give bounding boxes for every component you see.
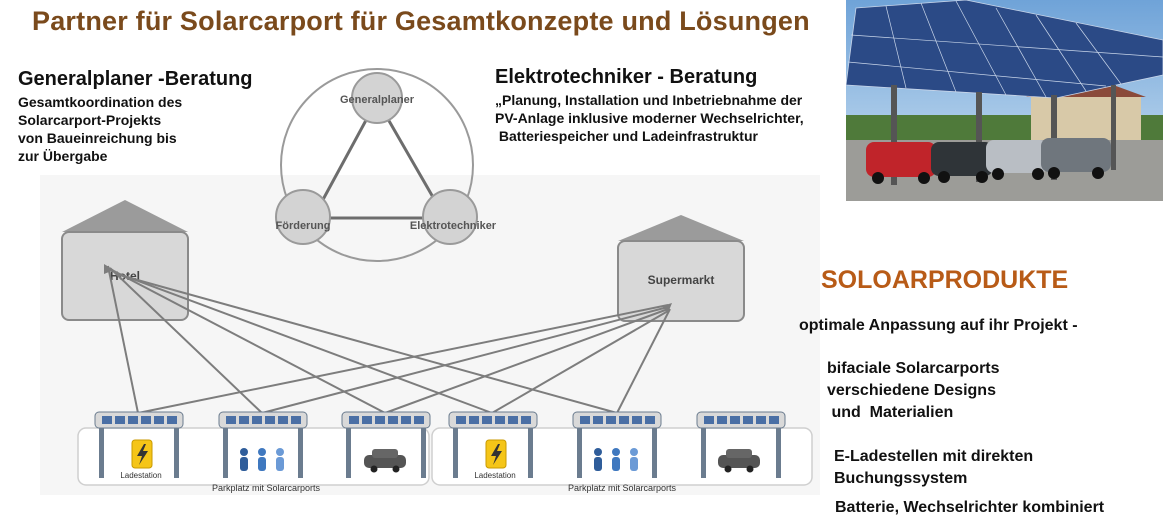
elektro-line: PV-Anlage inklusive moderner Wechselrich… [495,110,804,126]
partner-circle [280,68,474,262]
node-foerderung-label: Förderung [276,220,331,232]
node-generalplaner [351,72,403,124]
product-line: bifaciale Solarcarports [827,360,1000,377]
generalplaner-heading: Generalplaner -Beratung [18,68,253,90]
elektro-line: Batteriespeicher und Ladeinfrastruktur [495,128,758,144]
supermarkt-label: Supermarkt [648,273,715,287]
elektro-text: „Planung, Installation und Inbetriebnahm… [495,91,840,145]
generalplaner-line: Gesamtkoordination des [18,94,183,110]
lot-label-2: Parkplatz mit Solarcarports [568,483,677,493]
people-icon [240,448,284,471]
generalplaner-line: Solarcarport-Projekts [18,112,162,128]
charger-icon [131,439,153,469]
supermarkt-building [617,240,745,322]
lot-label-1: Parkplatz mit Solarcarports [212,483,321,493]
partner-triangle [310,96,448,220]
node-foerderung [275,189,331,245]
product-battery: Batterie, Wechselrichter kombiniert [835,499,1105,516]
products-intro: optimale Anpassung auf ihr Projekt - [799,317,1078,334]
elektro-section: Elektrotechniker - Beratung „Planung, In… [495,66,840,145]
elektro-line: „Planung, Installation und Inbetriebnahm… [495,92,803,108]
products-heading: SOLOARPRODUKTE [821,266,1069,294]
product-line: Buchungssystem [834,470,968,487]
charger-label-2: Ladestation [474,471,515,480]
charger-label-1: Ladestation [120,471,161,480]
product-line: und Materialien [827,404,954,421]
node-elektrotechniker-label: Elektrotechniker [410,220,497,232]
product-line: verschiedene Designs [827,382,996,399]
product-line: E-Ladestellen mit direkten [834,448,1034,465]
generalplaner-section: Generalplaner -Beratung Gesamtkoordinati… [18,68,253,165]
generalplaner-line: von Baueinreichung bis [18,130,177,146]
products-group-charging: E-Ladestellen mit direkten Buchungssyste… [834,446,1033,490]
charger-icon [485,439,507,469]
solarcarport-diagram: Generalplaner Förderung Elektrotechniker… [40,68,820,495]
hotel-roof [62,200,188,232]
node-elektrotechniker [422,189,478,245]
page-title: Partner für Solarcarport für Gesamtkonze… [32,6,810,36]
car-icon [718,449,760,473]
connection-lines [107,265,671,414]
supermarkt-roof [618,215,744,241]
generalplaner-line: zur Übergabe [18,148,108,164]
car-icon [364,449,406,473]
elektro-heading: Elektrotechniker - Beratung [495,66,758,88]
people-icon [594,448,638,471]
node-generalplaner-label: Generalplaner [340,94,415,106]
solar-carport-photo [846,0,1163,201]
generalplaner-text: Gesamtkoordination des Solarcarport-Proj… [18,93,223,165]
carport-units [94,411,786,478]
arrow-heads [104,264,672,313]
products-group-carports: bifaciale Solarcarports verschiedene Des… [827,358,1000,424]
